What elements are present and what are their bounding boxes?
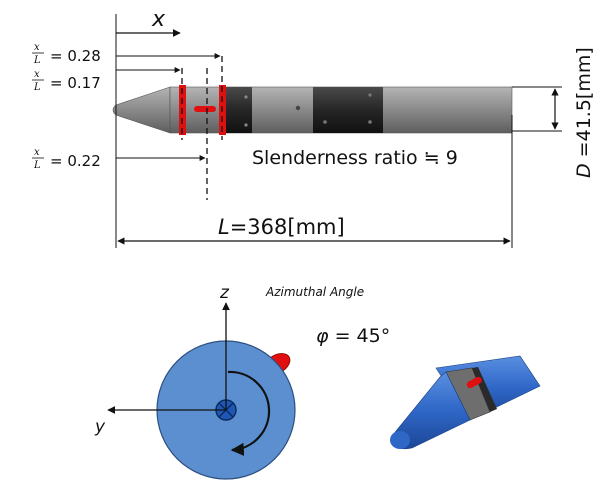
azimuth-arc <box>227 370 271 456</box>
projectile-3d-view <box>390 355 541 450</box>
dark-band-1 <box>226 87 252 133</box>
svg-text:L: L <box>33 160 41 171</box>
svg-text:= 0.17: = 0.17 <box>50 74 101 92</box>
slenderness-label: Slenderness ratio ≒ 9 <box>252 147 458 169</box>
station-label-028: x L = 0.28 <box>32 42 101 66</box>
svg-text:= 0.28: = 0.28 <box>50 47 101 65</box>
svg-text:L: L <box>33 82 41 93</box>
y-axis-label: y <box>94 417 106 437</box>
svg-text:x: x <box>34 147 40 158</box>
nose-cone <box>112 86 171 134</box>
projectile-side-view <box>112 85 513 135</box>
length-label: L=368[mm] <box>218 215 345 239</box>
svg-text:L: L <box>33 55 41 66</box>
svg-text:x: x <box>34 69 40 80</box>
station-lines <box>181 56 223 200</box>
diameter-label: D =41.5[mm] <box>573 47 595 178</box>
svg-text:= 0.22: = 0.22 <box>50 152 101 170</box>
station-label-022: x L = 0.22 <box>32 147 101 171</box>
red-port-3d <box>466 376 482 389</box>
x-axis-label: x <box>151 7 166 32</box>
azimuthal-title: Azimuthal Angle <box>265 285 364 299</box>
dark-band-2 <box>313 87 383 133</box>
z-axis-label: z <box>219 283 230 303</box>
phi-label: φ = 45° <box>316 325 390 347</box>
svg-text:x: x <box>34 42 40 53</box>
station-label-017: x L = 0.17 <box>32 69 101 93</box>
pressure-port <box>194 106 216 112</box>
